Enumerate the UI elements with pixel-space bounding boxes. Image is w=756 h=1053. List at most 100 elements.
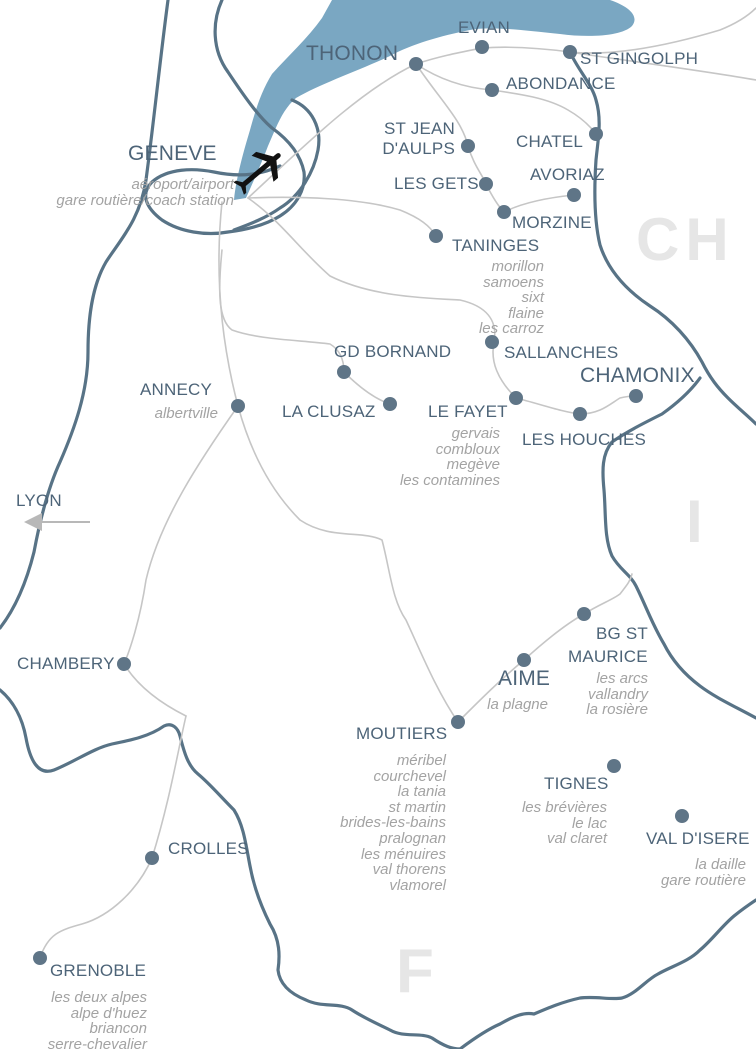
dot-le-fayet xyxy=(509,391,523,405)
city-label-grenoble: GRENOBLE xyxy=(50,961,147,980)
city-label-taninges: TANINGES xyxy=(452,236,540,255)
border-west xyxy=(0,0,170,630)
city-label-crolles: CROLLES xyxy=(168,839,249,858)
resort-name: alpe d'huez xyxy=(70,1004,147,1022)
resort-name: briancon xyxy=(89,1020,147,1038)
route-abondance-chatel xyxy=(415,63,597,135)
resorts-annecy: albertville xyxy=(155,406,218,422)
resort-name: vallandry xyxy=(587,685,648,703)
route-clusaz xyxy=(218,249,391,405)
dot-st-jean-daulps xyxy=(461,139,475,153)
resort-name: albertville xyxy=(154,405,218,422)
resort-name: les ménuires xyxy=(360,845,446,863)
city-label-st-jean-line1: ST JEAN xyxy=(384,119,455,138)
city-label-val-disere: VAL D'ISERE xyxy=(646,829,750,848)
dot-annecy xyxy=(231,399,245,413)
country-label-f: F xyxy=(396,937,440,1006)
dot-gd-bornand xyxy=(337,365,351,379)
dot-les-gets xyxy=(479,177,493,191)
city-label-moutiers: MOUTIERS xyxy=(356,724,448,743)
route-geneva-taninges xyxy=(247,196,437,237)
border-south xyxy=(0,688,462,1049)
resort-name: les contamines xyxy=(399,471,500,489)
resort-name: courchevel xyxy=(373,767,446,785)
city-label-evian: EVIAN xyxy=(458,18,511,37)
resort-name: sixt xyxy=(521,289,545,307)
border-swiss-italian xyxy=(601,376,756,720)
resort-name: brides-les-bains xyxy=(340,814,446,832)
city-label-chatel: CHATEL xyxy=(516,132,584,151)
city-label-st-jean-line2: D'AULPS xyxy=(382,139,455,158)
dot-avoriaz xyxy=(567,188,581,202)
dot-sallanches xyxy=(485,335,499,349)
city-label-gd-bornand: GD BORNAND xyxy=(334,342,452,361)
city-label-annecy: ANNECY xyxy=(140,380,213,399)
city-label-aime: AIME xyxy=(498,667,551,690)
dot-aime xyxy=(517,653,531,667)
city-label-bg-st-maurice-line2: MAURICE xyxy=(568,647,648,666)
resort-name: les carroz xyxy=(478,320,544,338)
route-annecy-chambery xyxy=(123,405,239,717)
dot-thonon xyxy=(409,57,423,71)
route-thonon-st-gingolph xyxy=(247,7,756,199)
arrow-left-icon xyxy=(24,513,90,531)
route-chambery-grenoble xyxy=(39,715,187,959)
city-label-chambery: CHAMBERY xyxy=(17,654,115,673)
city-label-thonon: THONON xyxy=(306,42,399,65)
city-dots xyxy=(33,40,689,965)
resort-name: la tania xyxy=(397,783,446,801)
city-label-geneve: GENEVE xyxy=(128,142,217,165)
resort-name: le lac xyxy=(571,814,607,832)
border-south-east xyxy=(458,898,756,1049)
city-label-la-clusaz: LA CLUSAZ xyxy=(282,402,376,421)
resorts-aime: la plagne xyxy=(487,697,548,713)
resort-name: gare routière/coach station xyxy=(56,191,234,209)
resort-name: samoens xyxy=(483,273,544,291)
route-st-gingolph-east xyxy=(569,51,756,81)
dot-val-disere xyxy=(675,809,689,823)
city-label-st-gingolph: ST GINGOLPH xyxy=(580,49,699,68)
resort-name: megève xyxy=(446,456,500,474)
resort-name: combloux xyxy=(435,440,500,458)
dot-chatel xyxy=(589,127,603,141)
resort-name: la rosière xyxy=(586,701,648,719)
dot-la-clusaz xyxy=(383,397,397,411)
border-geneva-east xyxy=(232,98,321,232)
dot-abondance xyxy=(485,83,499,97)
city-label-les-houches: LES HOUCHES xyxy=(522,430,647,449)
city-label-le-fayet: LE FAYET xyxy=(428,402,508,421)
dot-morzine xyxy=(497,205,511,219)
route-annecy-moutiers xyxy=(237,405,459,723)
resort-name: pralognan xyxy=(379,829,446,847)
city-label-abondance: ABONDANCE xyxy=(506,74,616,93)
resort-name: val thorens xyxy=(372,861,446,879)
dot-chambery xyxy=(117,657,131,671)
dot-chamonix xyxy=(629,389,643,403)
resort-name: vlamorel xyxy=(389,876,446,894)
city-label-tignes: TIGNES xyxy=(544,774,609,793)
border-swiss-french-north xyxy=(568,50,756,426)
border-geneva-loop xyxy=(144,0,306,236)
resort-name: les brévières xyxy=(521,799,607,816)
resort-name: serre-chevalier xyxy=(47,1035,147,1053)
route-geneva-annecy xyxy=(218,201,239,407)
resort-name: la daille xyxy=(695,856,746,873)
dot-tignes xyxy=(607,759,621,773)
resort-name: les arcs xyxy=(596,670,648,687)
country-label-ch: CH xyxy=(636,206,735,273)
dot-bg-st-maurice xyxy=(577,607,591,621)
resort-name: st martin xyxy=(388,798,446,816)
city-label-morzine: MORZINE xyxy=(512,213,592,232)
resort-name: flaine xyxy=(508,304,544,322)
lake-geneva xyxy=(234,0,635,200)
city-label-bg-st-maurice-line1: BG ST xyxy=(596,624,649,643)
city-label-sallanches: SALLANCHES xyxy=(504,343,619,362)
